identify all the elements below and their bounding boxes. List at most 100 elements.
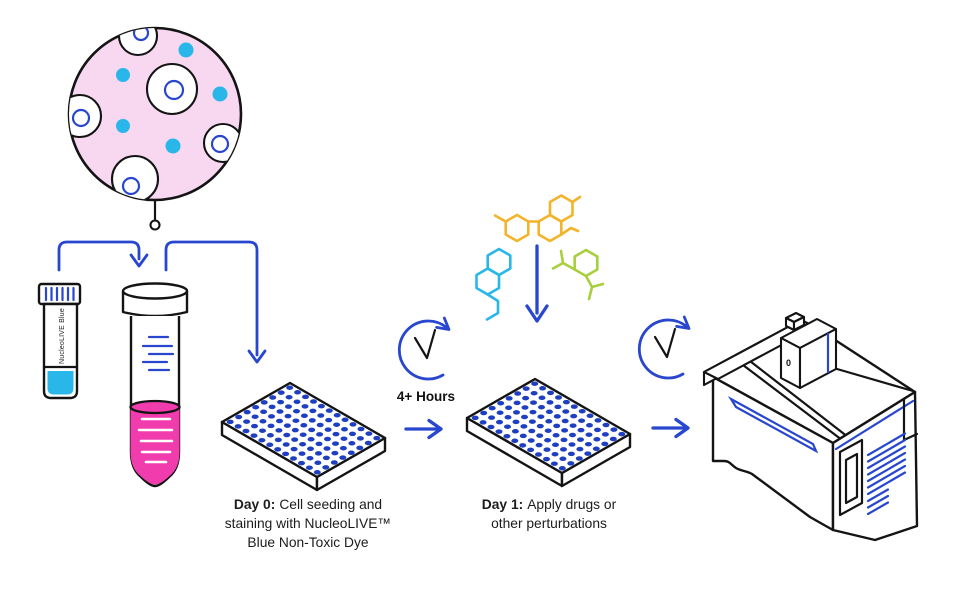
well <box>503 433 511 439</box>
well <box>610 427 618 432</box>
well <box>544 428 552 433</box>
vial-cap-ridges <box>44 286 75 302</box>
well <box>260 409 268 415</box>
well <box>586 423 593 428</box>
well <box>356 436 364 441</box>
imaging-instrument: 0 <box>702 311 919 542</box>
well <box>364 440 372 446</box>
well <box>259 419 267 424</box>
well <box>527 438 535 443</box>
well <box>285 404 292 409</box>
well <box>584 441 592 447</box>
cell <box>117 28 159 57</box>
well <box>285 394 293 400</box>
well <box>340 436 348 441</box>
flow-arrows <box>57 240 267 364</box>
well <box>513 410 520 415</box>
well <box>535 442 543 448</box>
well <box>300 423 308 428</box>
well <box>308 427 316 433</box>
well <box>555 395 562 400</box>
well <box>496 419 503 425</box>
well <box>512 419 520 425</box>
well <box>243 409 251 415</box>
well <box>528 419 536 424</box>
well <box>316 432 324 437</box>
well <box>277 390 285 395</box>
well <box>314 460 322 466</box>
well <box>302 394 309 400</box>
well <box>356 445 364 451</box>
well <box>479 420 487 425</box>
well <box>333 412 341 418</box>
caption-day0-line1: Day 0:Cell seeding and <box>234 497 382 512</box>
plate-wells <box>226 385 381 475</box>
well <box>347 450 355 456</box>
well <box>276 409 284 414</box>
incubation-timer-icon <box>397 316 451 381</box>
well <box>578 418 586 423</box>
well <box>521 414 528 420</box>
well <box>562 399 570 405</box>
well <box>496 410 504 415</box>
tube-liquid <box>130 407 180 485</box>
cell <box>110 154 160 200</box>
well <box>561 428 569 433</box>
cell <box>69 93 103 139</box>
arrow-vial-to-tube <box>57 240 141 272</box>
well <box>504 424 511 429</box>
conical-tube <box>121 282 189 488</box>
well <box>268 414 275 419</box>
well <box>528 428 536 434</box>
well <box>488 415 496 420</box>
well <box>243 419 251 424</box>
well <box>349 422 357 427</box>
well <box>538 395 546 401</box>
well <box>586 413 594 419</box>
plate-top <box>220 381 387 479</box>
well <box>277 399 285 405</box>
well <box>562 409 570 414</box>
well <box>505 396 513 401</box>
well <box>307 446 314 452</box>
vial-liquid <box>47 371 74 395</box>
dye-vial: NucleoLIVE Blue <box>37 282 82 400</box>
well <box>341 417 349 423</box>
well <box>274 447 282 452</box>
well <box>310 399 317 404</box>
well <box>299 441 307 447</box>
camera-mark: 0 <box>786 358 791 368</box>
well <box>315 451 322 456</box>
well <box>291 427 299 433</box>
caption-day0-line3: Blue Non-Toxic Dye <box>247 535 368 550</box>
well <box>618 431 626 437</box>
well <box>552 442 559 448</box>
well <box>251 423 258 429</box>
well <box>519 443 527 448</box>
well <box>529 409 537 415</box>
well <box>536 433 544 438</box>
well <box>283 423 291 428</box>
molecule-cyan <box>475 247 512 321</box>
plate-top <box>465 377 632 475</box>
well <box>601 441 609 447</box>
well <box>554 404 562 410</box>
well <box>553 414 561 419</box>
incubation-duration-label: 4+ Hours <box>397 389 455 404</box>
instrument-accent-line <box>834 399 915 451</box>
well <box>546 400 554 405</box>
well <box>373 435 381 441</box>
well <box>539 386 547 391</box>
arrowhead <box>247 349 267 364</box>
well <box>544 437 552 443</box>
well <box>513 400 521 406</box>
well <box>268 404 276 410</box>
well <box>339 445 347 451</box>
drug-molecules <box>475 194 605 323</box>
well <box>576 446 584 452</box>
well <box>286 385 294 390</box>
well <box>592 446 600 452</box>
well <box>567 451 575 457</box>
well <box>251 414 259 419</box>
